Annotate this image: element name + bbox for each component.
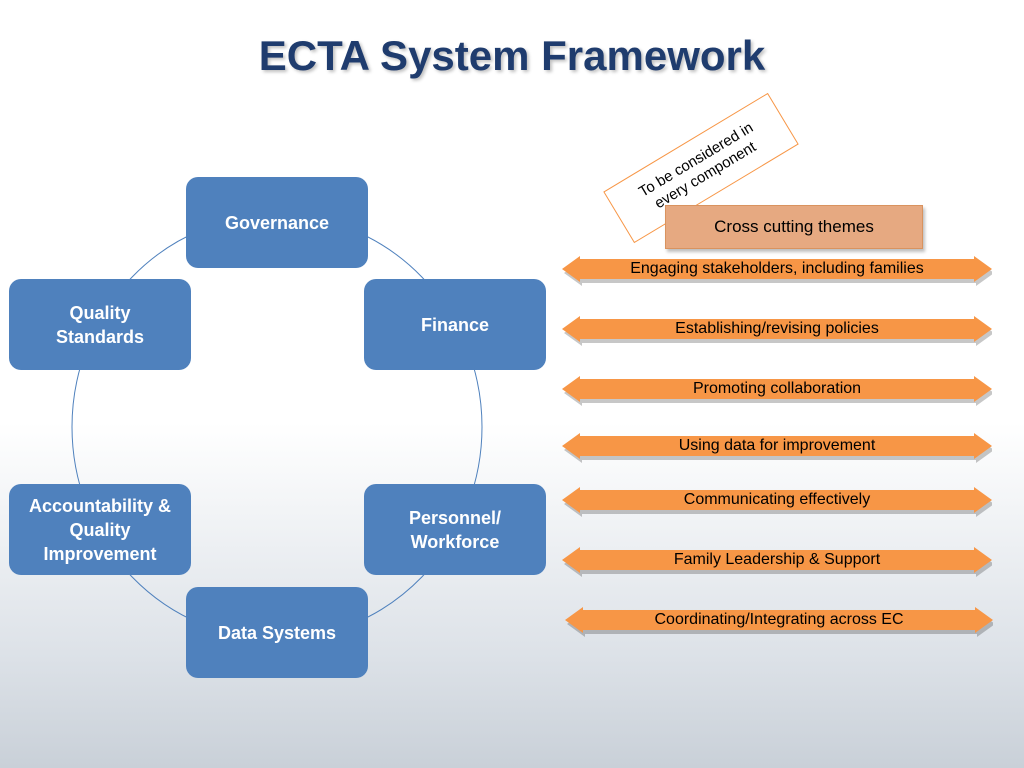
component-accountability-quality-improvement: Accountability & Quality Improvement	[9, 484, 191, 575]
theme-arrow-promoting-collaboration: Promoting collaboration	[562, 376, 992, 410]
slide-title: ECTA System Framework	[258, 32, 766, 79]
theme-label: Family Leadership & Support	[673, 551, 881, 568]
component-governance: Governance	[186, 177, 368, 268]
double-arrow-icon	[562, 547, 992, 577]
component-personnel-workforce: Personnel/ Workforce	[364, 484, 546, 575]
theme-label: Engaging stakeholders, including familie…	[630, 260, 924, 277]
double-arrow-icon	[562, 433, 992, 463]
theme-arrow-using-data: Using data for improvement	[562, 433, 992, 467]
double-arrow-icon	[562, 487, 992, 517]
cross-cutting-header: Cross cutting themes	[665, 205, 923, 249]
component-quality-standards: Quality Standards	[9, 279, 191, 370]
double-arrow-icon	[562, 376, 992, 406]
double-arrow-icon	[562, 316, 992, 346]
theme-label: Establishing/revising policies	[675, 320, 879, 337]
double-arrow-icon	[565, 607, 993, 637]
theme-arrow-engaging-stakeholders: Engaging stakeholders, including familie…	[562, 256, 992, 290]
theme-arrow-establishing-policies: Establishing/revising policies	[562, 316, 992, 350]
double-arrow-icon	[562, 256, 992, 286]
theme-arrow-coordinating-integrating: Coordinating/Integrating across EC	[565, 607, 993, 641]
theme-arrow-communicating-effectively: Communicating effectively	[562, 487, 992, 521]
theme-label: Promoting collaboration	[692, 380, 862, 397]
component-data-systems: Data Systems	[186, 587, 368, 678]
theme-label: Communicating effectively	[683, 491, 871, 508]
theme-label: Coordinating/Integrating across EC	[654, 611, 904, 628]
theme-arrow-family-leadership: Family Leadership & Support	[562, 547, 992, 581]
theme-label: Using data for improvement	[678, 437, 876, 454]
component-finance: Finance	[364, 279, 546, 370]
